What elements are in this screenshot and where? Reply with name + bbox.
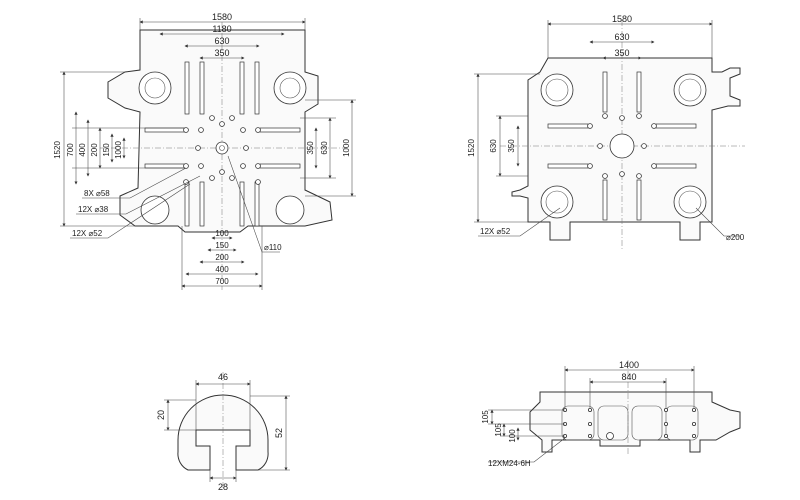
- dim-20: 20: [156, 410, 166, 420]
- dim-630-v: 630: [489, 139, 498, 153]
- callout-12x-52: 12X ⌀52: [480, 227, 511, 236]
- top-right-view: 1580 630 350 1520 630 350 12X ⌀52 ⌀200: [467, 14, 745, 250]
- tie-bar-boss: [138, 71, 172, 105]
- dim-1180: 1180: [212, 24, 231, 34]
- dim-630-v-right: 630: [320, 141, 329, 155]
- t-slot: [259, 163, 301, 169]
- platen-side-outline: [529, 391, 741, 453]
- dim-700: 700: [215, 277, 229, 286]
- dim-46: 46: [218, 372, 228, 382]
- dim-350-v: 350: [507, 139, 516, 153]
- t-slot: [602, 179, 608, 221]
- slot-profile: [177, 394, 269, 471]
- callout-110: ⌀110: [264, 243, 282, 252]
- dim-100: 100: [508, 429, 517, 443]
- tie-bar-boss: [540, 73, 574, 107]
- dim-1580: 1580: [612, 14, 632, 24]
- t-slot: [254, 61, 260, 115]
- t-slot: [547, 163, 589, 169]
- dim-150-v: 150: [102, 143, 111, 157]
- t-slot: [259, 127, 301, 133]
- t-slot: [636, 71, 642, 113]
- tie-bar-boss: [273, 71, 307, 105]
- dim-100: 100: [215, 229, 229, 238]
- dim-400-v: 400: [78, 143, 87, 157]
- top-left-view: 1580 1180 630 350 100 150 200 400 700: [53, 12, 356, 290]
- t-slot: [636, 179, 642, 221]
- t-slot: [184, 61, 190, 115]
- dim-350: 350: [214, 48, 229, 58]
- dim-150: 150: [215, 241, 229, 250]
- dim-200: 200: [215, 253, 229, 262]
- dim-1000-v-right: 1000: [342, 139, 351, 157]
- dim-700-v: 700: [66, 143, 75, 157]
- callout-200: ⌀200: [726, 233, 745, 242]
- dim-400: 400: [215, 265, 229, 274]
- t-slot: [184, 181, 190, 227]
- mounting-holes: [183, 115, 261, 185]
- callout-12xm24: 12XM24-6H: [488, 459, 531, 468]
- mounting-holes: [587, 113, 657, 179]
- callout-12x-52: 12X ⌀52: [72, 229, 103, 238]
- dim-105-b: 105: [494, 423, 503, 437]
- t-slot: [199, 61, 205, 115]
- dim-630: 630: [214, 36, 229, 46]
- dim-105-a: 105: [481, 410, 490, 424]
- tie-bar-boss: [673, 73, 707, 107]
- dim-28: 28: [218, 482, 228, 492]
- side-view: 1400 840 105 105 100 12XM24-6H: [481, 360, 741, 468]
- dim-1580: 1580: [212, 12, 232, 22]
- dim-840: 840: [621, 372, 636, 382]
- tie-bar-boss: [275, 195, 305, 225]
- t-slot: [602, 71, 608, 113]
- tie-bar-boss: [140, 195, 170, 225]
- t-slot: [199, 181, 205, 227]
- t-slot: [254, 181, 260, 227]
- callout-12x-38: 12X ⌀38: [78, 205, 109, 214]
- slot-detail-view: 46 20 52 28: [156, 372, 290, 492]
- t-slot: [144, 163, 186, 169]
- t-slot: [547, 123, 589, 129]
- dim-350-v-right: 350: [306, 141, 315, 155]
- t-slot: [239, 181, 245, 227]
- dim-630: 630: [614, 32, 629, 42]
- dim-1520: 1520: [53, 141, 62, 159]
- t-slot: [655, 123, 697, 129]
- dim-1000-v: 1000: [114, 141, 123, 159]
- center-hole: [609, 133, 635, 159]
- t-slot: [239, 61, 245, 115]
- dim-350: 350: [614, 48, 629, 58]
- callout-8x-58: 8X ⌀58: [84, 189, 110, 198]
- t-slot: [655, 163, 697, 169]
- center-hole: [215, 141, 229, 155]
- dim-200-v: 200: [90, 143, 99, 157]
- t-slot: [144, 127, 186, 133]
- tie-bar-boss: [540, 185, 574, 219]
- dim-1520: 1520: [467, 139, 476, 157]
- dim-52: 52: [274, 428, 284, 438]
- dim-1400: 1400: [619, 360, 639, 370]
